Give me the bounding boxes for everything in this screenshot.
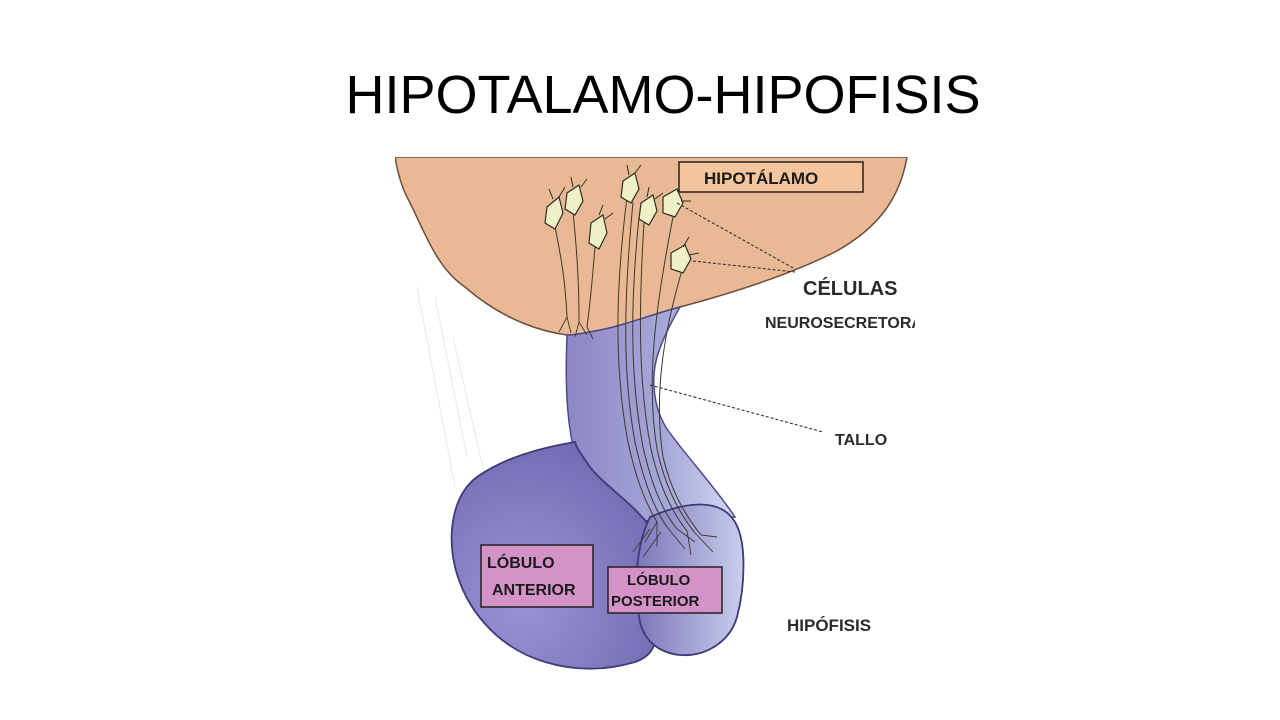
lobulo-posterior-label-line1: LÓBULO xyxy=(627,571,691,589)
neurosecretoras-label: NEUROSECRETORAS xyxy=(765,315,915,332)
short-axon-terminals xyxy=(558,316,594,340)
hipotalamo-label: HIPOTÁLAMO xyxy=(704,169,818,188)
tallo-label: TALLO xyxy=(835,432,887,449)
slide-title: HIPOTALAMO-HIPOFISIS xyxy=(345,65,981,125)
lobulo-anterior-box xyxy=(480,544,594,608)
lobulo-posterior-label-line2: POSTERIOR xyxy=(611,593,700,610)
hipotalamo-label-box xyxy=(678,161,864,193)
lobulo-posterior-box xyxy=(607,566,723,614)
celulas-label: CÉLULAS xyxy=(803,277,897,300)
lobulo-anterior-label-line1: LÓBULO xyxy=(487,553,555,572)
leader-lines xyxy=(649,202,824,433)
background-sketch xyxy=(416,286,486,488)
nerve-fibers xyxy=(554,196,702,536)
neurosecretory-cells xyxy=(544,172,692,274)
hypothalamus-pituitary-diagram: HIPOTÁLAMO CÉLULAS NEUROSECRETORAS TALLO… xyxy=(395,157,915,677)
axon-terminals xyxy=(632,521,718,558)
hipofisis-label: HIPÓFISIS xyxy=(787,616,871,635)
cell-dendrites xyxy=(548,164,700,256)
lobulo-anterior-label-line2: ANTERIOR xyxy=(492,582,576,599)
